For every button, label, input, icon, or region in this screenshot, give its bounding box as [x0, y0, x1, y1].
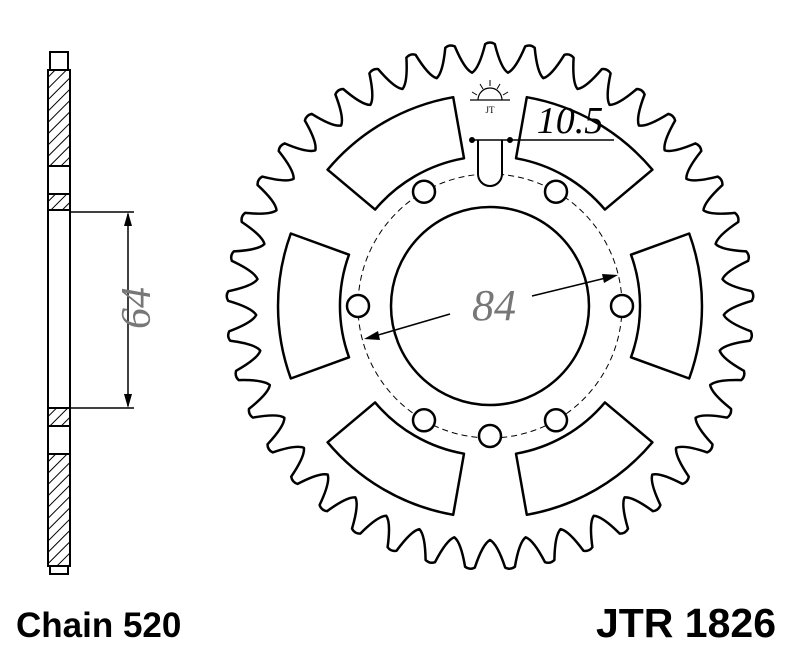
sprocket-drawing: 64 84 10.5	[47, 41, 755, 575]
center-bore	[389, 205, 591, 407]
jt-logo: JT	[470, 80, 510, 115]
leader-dot-right	[507, 137, 513, 143]
side-profile	[47, 51, 71, 575]
profile-upper-gap	[47, 165, 71, 195]
bolt-hole	[477, 423, 503, 449]
arrow-up	[124, 212, 132, 226]
pcd-dimension: 84	[364, 274, 618, 340]
bolt-hole	[543, 408, 569, 433]
bolt-hole	[609, 293, 635, 319]
chain-size-label: Chain 520	[16, 606, 182, 645]
pcd-arrow-right	[602, 274, 618, 283]
lightening-slot	[326, 95, 466, 211]
leader-dot-left	[469, 137, 475, 143]
profile-hub-body	[47, 209, 71, 409]
thickness-dimension: 64	[70, 211, 160, 409]
bolt-hole	[411, 408, 437, 433]
logo-text: JT	[486, 105, 496, 115]
profile-hub-bottom-hatch	[47, 407, 71, 427]
pcd-arrow-left	[364, 331, 380, 340]
arrow-down	[124, 394, 132, 408]
bolt-hole	[543, 179, 569, 204]
pcd-label: 84	[472, 281, 516, 330]
lightening-slot	[514, 95, 654, 211]
logo-sun-arc	[477, 87, 503, 101]
profile-lower-hatch	[47, 453, 71, 567]
lightening-slots	[276, 95, 704, 517]
thickness-label: 64	[114, 287, 160, 329]
profile-top-cap	[49, 51, 69, 71]
bolt-hole	[411, 179, 437, 204]
bolt-hole-label: 10.5	[537, 100, 604, 142]
pcd-line-left	[367, 313, 451, 339]
bolt-hole-dimension: 10.5	[469, 100, 614, 143]
bolt-holes	[345, 179, 635, 449]
model-number-label: JTR 1826	[595, 600, 776, 646]
lightening-slot	[514, 401, 654, 517]
profile-bottom-cap	[49, 565, 69, 575]
timing-hole	[477, 140, 503, 187]
lightening-slot	[629, 232, 704, 380]
lightening-slot	[276, 232, 351, 380]
sprocket: 84 10.5 JT	[225, 41, 755, 570]
profile-lower-gap	[47, 425, 71, 455]
profile-hub-top-hatch	[47, 193, 71, 211]
lightening-slot	[326, 401, 466, 517]
pcd-line-right	[531, 275, 615, 297]
bolt-hole	[345, 293, 371, 319]
profile-upper-hatch	[47, 69, 71, 167]
